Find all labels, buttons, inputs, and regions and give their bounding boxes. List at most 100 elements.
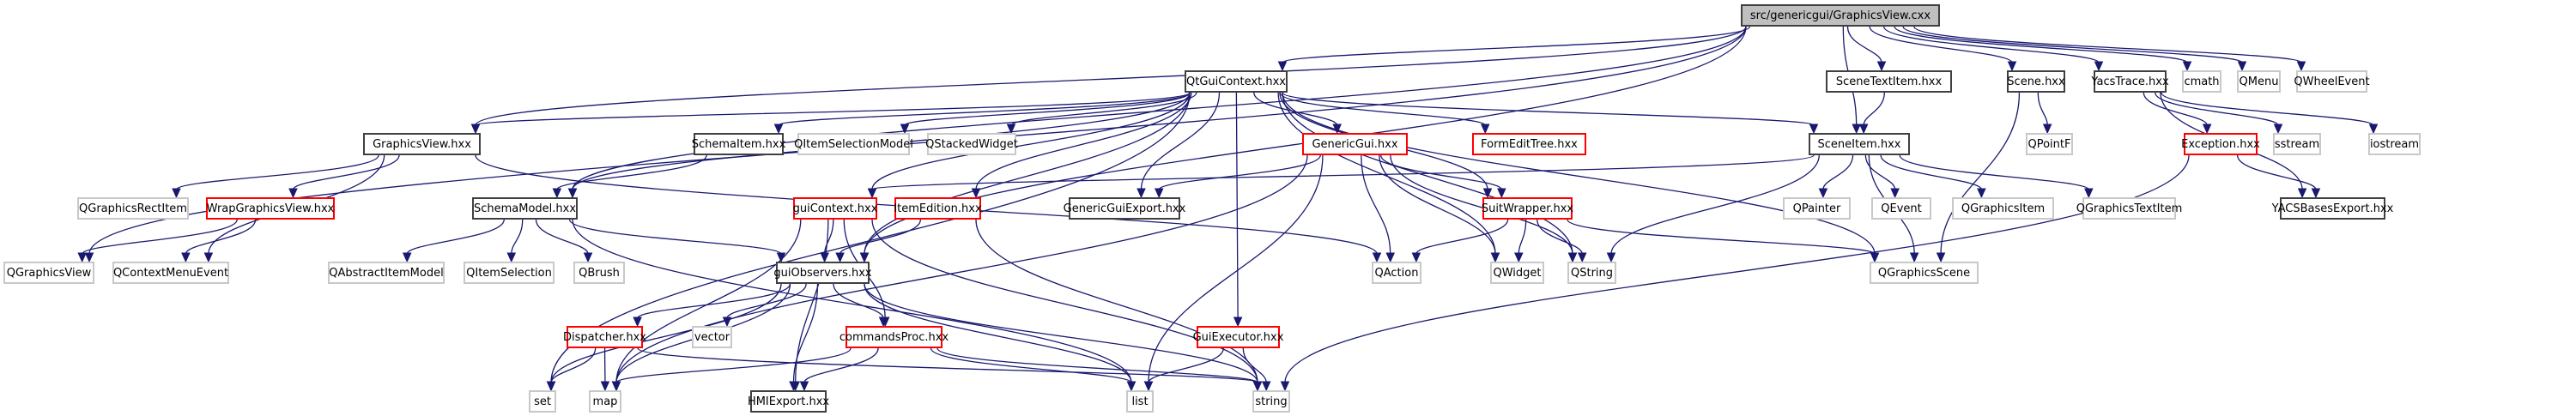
- edge-root-to-QMenu: [1902, 26, 2243, 63]
- edge-root-to-QWheelEvent: [1913, 26, 2302, 63]
- edge-QtGuiContext-to-SchemaItem: [778, 92, 1191, 126]
- node-graphicsview-hxx[interactable]: GraphicsView.hxx: [363, 133, 481, 155]
- node-scene[interactable]: Scene.hxx: [2007, 70, 2065, 93]
- edge-SchemaModel-to-QBrush: [535, 219, 589, 255]
- edge-guiContext-to-map: [615, 219, 802, 383]
- node-qtguicontext[interactable]: QtGuiContext.hxx: [1185, 70, 1288, 93]
- node-qaction[interactable]: QAction: [1372, 262, 1421, 284]
- node-hmiexport[interactable]: HMIExport.hxx: [748, 390, 829, 413]
- node-qabstractitemmodel[interactable]: QAbstractItemModel: [328, 262, 445, 284]
- edge-SceneItem-to-QGraphicsItem: [1880, 154, 1983, 190]
- arrowhead-GuiExecutor-to-string: [1261, 381, 1271, 392]
- edge-root-to-YacsTrace: [1882, 26, 2100, 63]
- node-qgraphicstextitem[interactable]: QGraphicsTextItem: [2076, 197, 2182, 220]
- node-schemamodel[interactable]: SchemaModel.hxx: [472, 197, 578, 220]
- edge-guiObservers-to-HMIExport: [792, 283, 819, 383]
- arrowhead-Scene-to-QPointF: [2042, 124, 2052, 135]
- arrowhead-commandsProc-to-map: [611, 381, 621, 392]
- node-vector[interactable]: vector: [692, 326, 732, 348]
- edge-QtGuiContext-to-GraphicsView: [475, 92, 1191, 126]
- node-qevent[interactable]: QEvent: [1871, 197, 1931, 220]
- edge-QtGuiContext-to-FormEditTree: [1279, 92, 1486, 126]
- arrowhead-SchemaModel-to-QAbstractItemModel: [402, 252, 412, 263]
- node-sstream[interactable]: sstream: [2273, 133, 2321, 155]
- node-qgraphicsview[interactable]: QGraphicsView: [3, 262, 94, 284]
- node-set[interactable]: set: [529, 390, 556, 413]
- node-cmath[interactable]: cmath: [2182, 70, 2221, 93]
- node-root-file[interactable]: src/genericgui/GraphicsView.cxx: [1741, 4, 1940, 27]
- arrowhead-guiObservers-to-commandsProc: [878, 317, 888, 328]
- edge-SuitWrapper-to-QString: [1537, 219, 1583, 255]
- arrowhead-GenericGui-to-SuitWrapper: [1497, 188, 1506, 199]
- arrowhead-Dispatcher-to-set: [546, 381, 556, 392]
- edge-QtGuiContext-to-QString: [1282, 92, 1573, 255]
- node-scenetextitem[interactable]: SceneTextItem.hxx: [1826, 70, 1952, 93]
- arrowhead-SceneItem-to-QPainter: [1818, 188, 1828, 199]
- edge-QtGuiContext-to-QGraphicsScene: [1282, 92, 1876, 255]
- node-qstring[interactable]: QString: [1567, 262, 1616, 284]
- node-qwidget[interactable]: QWidget: [1490, 262, 1544, 284]
- edge-QtGuiContext-to-QWidget: [1277, 92, 1496, 255]
- arrowhead-SceneItem-to-QEvent: [1890, 188, 1900, 199]
- node-yacstrace[interactable]: YacsTrace.hxx: [2091, 70, 2169, 93]
- edge-SceneItem-to-QEvent: [1864, 154, 1896, 190]
- arrowhead-GenericGui-to-QWidget: [1490, 252, 1500, 263]
- node-qgraphicsscene[interactable]: QGraphicsScene: [1870, 262, 1979, 284]
- node-exception[interactable]: Exception.hxx: [2181, 133, 2260, 155]
- edge-GenericGui-to-QAction: [1361, 154, 1391, 255]
- arrowhead-QtGuiContext-to-FormEditTree: [1481, 124, 1490, 135]
- node-formedittree[interactable]: FormEditTree.hxx: [1472, 133, 1586, 155]
- arrowhead-SceneTextItem-to-SceneItem: [1858, 124, 1869, 135]
- edge-root-to-QtGuiContext: [1282, 26, 1751, 63]
- node-qstackedwidget[interactable]: QStackedWidget: [925, 133, 1018, 155]
- node-string[interactable]: string: [1252, 390, 1290, 413]
- node-commandsproc[interactable]: commandsProc.hxx: [839, 326, 949, 348]
- node-qpointf[interactable]: QPointF: [2026, 133, 2073, 155]
- node-sceneitem[interactable]: SceneItem.hxx: [1809, 133, 1910, 155]
- node-qitemselectionmodel[interactable]: QItemSelectionModel: [794, 133, 913, 155]
- edge-GenericGui-to-QWidget: [1379, 154, 1496, 255]
- node-qcontextmenuevent[interactable]: QContextMenuEvent: [112, 262, 229, 284]
- node-guicontext[interactable]: guiContext.hxx: [793, 197, 877, 220]
- arrowhead-Exception-to-string: [1280, 381, 1290, 392]
- edge-SchemaModel-to-QItemSelection: [511, 219, 524, 255]
- edge-GenericGui-to-QString: [1390, 154, 1573, 255]
- node-qwheelevent[interactable]: QWheelEvent: [2294, 70, 2370, 93]
- arrowhead-QtGuiContext-to-SchemaItem: [773, 124, 784, 135]
- edge-root-to-GraphicsView: [475, 26, 1747, 126]
- edge-guiObservers-to-set: [550, 283, 782, 383]
- node-genericgui[interactable]: GenericGui.hxx: [1302, 133, 1408, 155]
- edge-GenericGui-to-SuitWrapper: [1380, 154, 1502, 190]
- arrowhead-GenericGui-to-QAction: [1385, 252, 1395, 263]
- arrowhead-SuitWrapper-to-QString: [1577, 252, 1587, 263]
- node-wrapgraphicsview[interactable]: WrapGraphicsView.hxx: [206, 197, 335, 220]
- node-map[interactable]: map: [589, 390, 621, 413]
- node-iostream[interactable]: iostream: [2368, 133, 2421, 155]
- node-qpainter[interactable]: QPainter: [1783, 197, 1851, 220]
- arrowhead-QtGuiContext-to-guiObservers: [859, 252, 870, 263]
- edge-root-to-SceneTextItem: [1846, 26, 1882, 63]
- edge-root-to-QGraphicsView: [88, 26, 1747, 255]
- arrowhead-GraphicsView-to-QGraphicsRectItem: [172, 188, 181, 199]
- node-itemedition[interactable]: ItemEdition.hxx: [894, 197, 982, 220]
- node-suitwrapper[interactable]: SuitWrapper.hxx: [1482, 197, 1573, 220]
- edge-GenericGui-to-map: [615, 154, 1308, 383]
- node-yacsbasesexport[interactable]: YACSBasesExport.hxx: [2272, 197, 2393, 220]
- node-genericguiexport[interactable]: GenericGuiExport.hxx: [1064, 197, 1185, 220]
- node-list[interactable]: list: [1126, 390, 1154, 413]
- edge-QtGuiContext-to-QItemSelectionModel: [904, 92, 1191, 126]
- edge-Scene-to-QGraphicsScene: [1940, 92, 2021, 255]
- node-qitemselection[interactable]: QItemSelection: [464, 262, 555, 284]
- node-dispatcher[interactable]: Dispatcher.hxx: [563, 326, 646, 348]
- arrowhead-QtGuiContext-to-GuiExecutor: [1233, 317, 1243, 328]
- node-qbrush[interactable]: QBrush: [573, 262, 625, 284]
- node-guiobservers[interactable]: guiObservers.hxx: [773, 262, 872, 284]
- node-schemaitem[interactable]: SchemaItem.hxx: [692, 133, 785, 155]
- node-qgraphicsitem[interactable]: QGraphicsItem: [1952, 197, 2054, 220]
- node-qmenu[interactable]: QMenu: [2237, 70, 2281, 93]
- arrowhead-SuitWrapper-to-QAction: [1411, 252, 1421, 263]
- node-qgraphicsrectitem[interactable]: QGraphicsRectItem: [77, 197, 189, 220]
- edge-commandsProc-to-HMIExport: [803, 347, 879, 383]
- node-guiexecutor[interactable]: GuiExecutor.hxx: [1193, 326, 1283, 348]
